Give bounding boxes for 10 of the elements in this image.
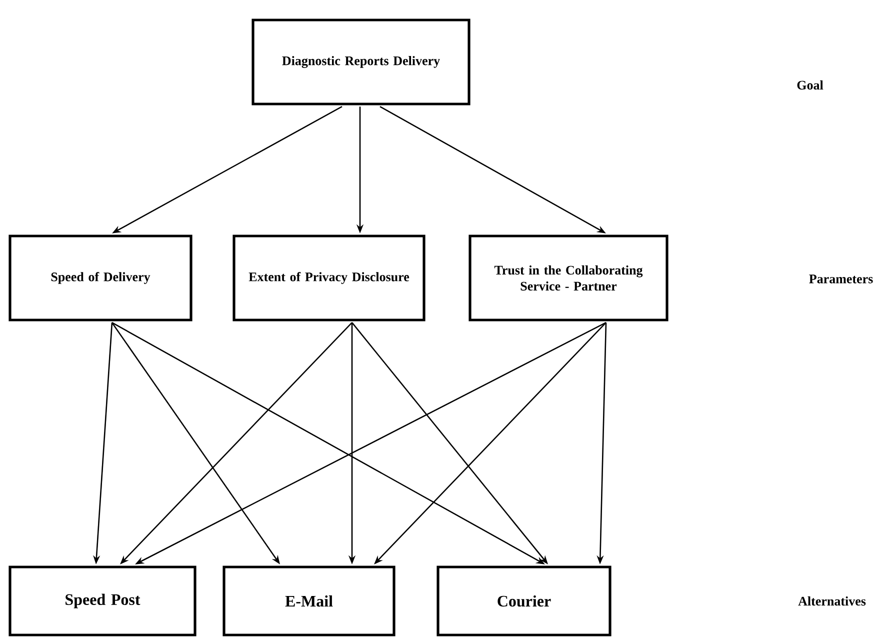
box: Speed Post — [8, 566, 196, 636]
box: Courier — [436, 566, 612, 636]
box: Diagnostic Reports Delivery — [252, 18, 470, 106]
box: Extent of Privacy Disclosure — [232, 234, 426, 322]
box: Speed of Delivery — [8, 234, 192, 322]
box: Trust in the Collaborating Service - Partner — [468, 234, 668, 322]
box: E-Mail — [222, 566, 396, 636]
level-label: Alternatives — [798, 596, 866, 606]
level-label: Parameters — [809, 274, 873, 284]
level-label: Goal — [797, 80, 824, 90]
